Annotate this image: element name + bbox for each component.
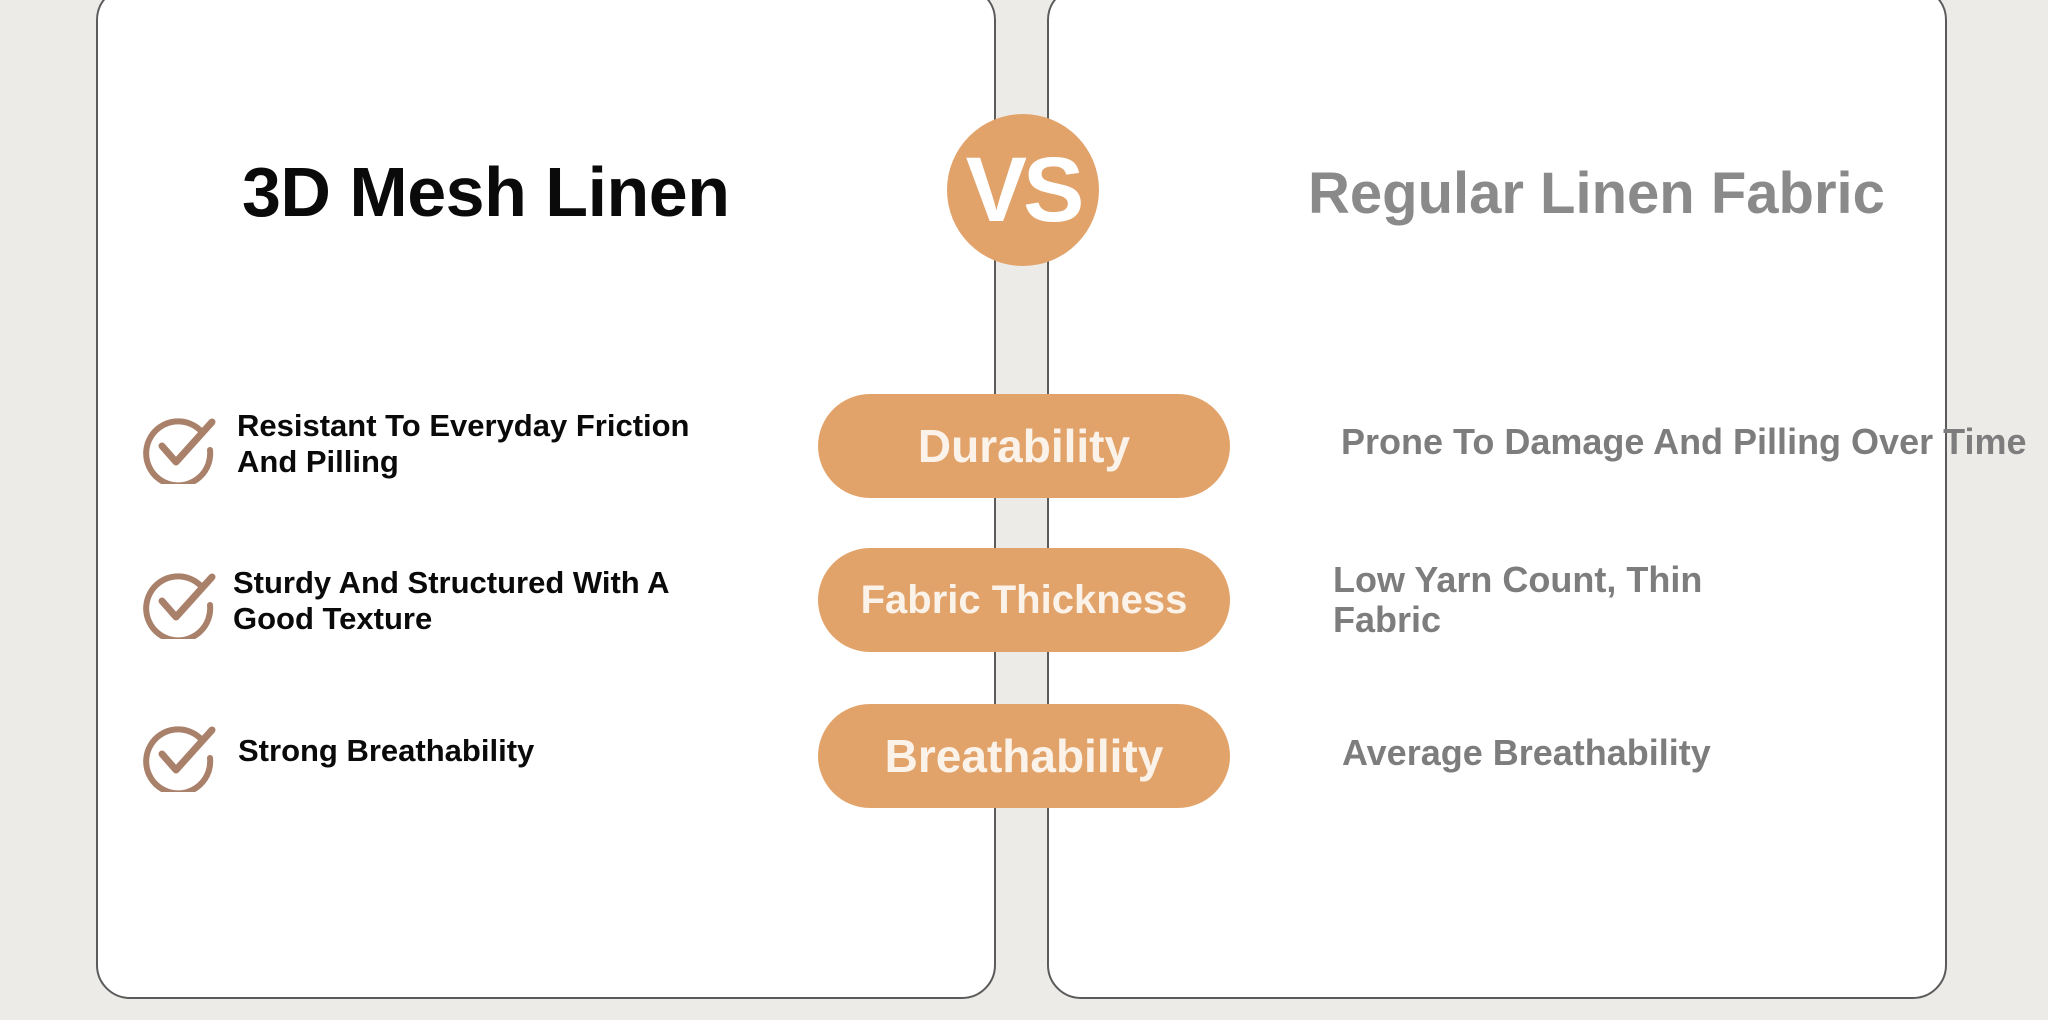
attribute-pill-breathability: Breathability xyxy=(818,704,1230,808)
left-feature-thickness: Sturdy And Structured With A Good Textur… xyxy=(233,565,669,636)
right-title: Regular Linen Fabric xyxy=(1308,161,1885,226)
attribute-pill-fabric-thickness: Fabric Thickness xyxy=(818,548,1230,652)
left-panel xyxy=(96,0,996,999)
right-feature-durability: Prone To Damage And Pilling Over Time xyxy=(1341,421,2027,462)
right-feature-thickness: Low Yarn Count, Thin Fabric xyxy=(1333,559,1703,640)
right-panel xyxy=(1047,0,1947,999)
check-circle-icon xyxy=(143,418,216,484)
left-title: 3D Mesh Linen xyxy=(242,153,730,231)
left-feature-durability: Resistant To Everyday Friction And Pilli… xyxy=(237,408,690,479)
attribute-pill-durability: Durability xyxy=(818,394,1230,498)
check-circle-icon xyxy=(143,726,216,792)
left-feature-breathability: Strong Breathability xyxy=(238,733,535,768)
vs-badge: VS xyxy=(947,114,1099,266)
right-feature-breathability: Average Breathability xyxy=(1342,732,1711,773)
check-circle-icon xyxy=(143,573,216,639)
